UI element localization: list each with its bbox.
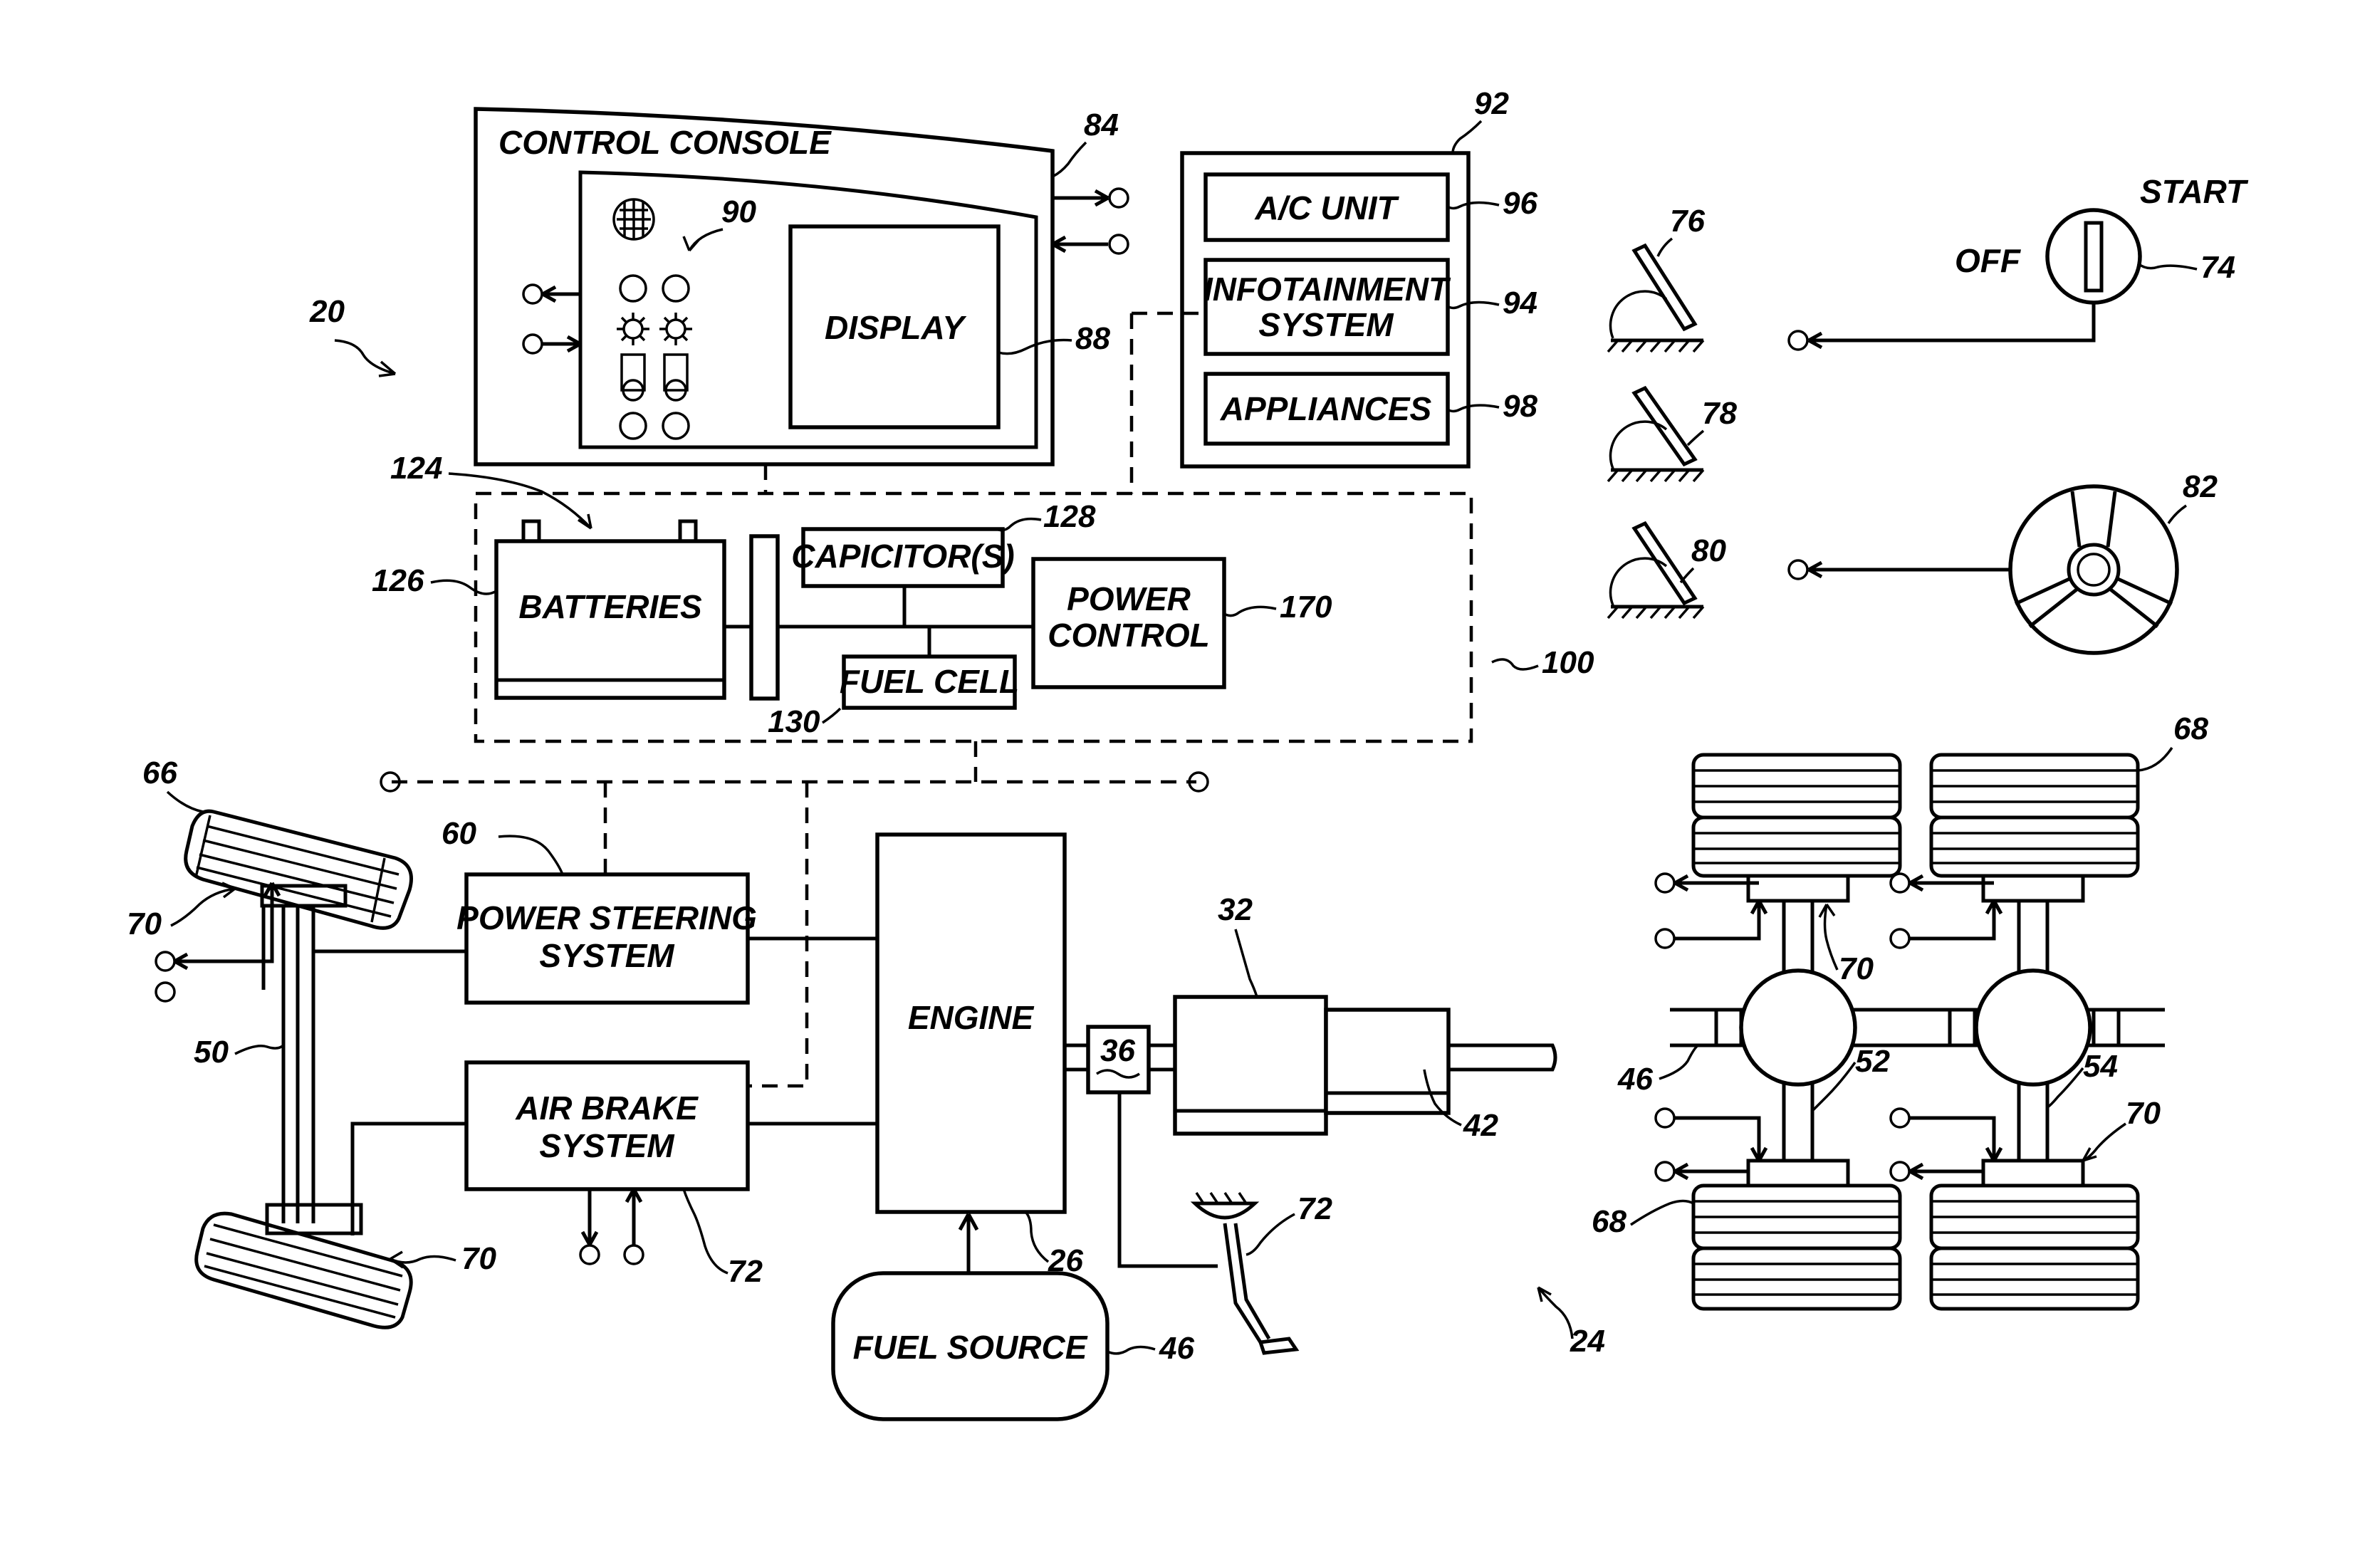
ref-36: 36 xyxy=(1100,1033,1135,1068)
bus-bar xyxy=(751,536,778,699)
ref-130: 130 xyxy=(768,704,820,739)
ref-84: 84 xyxy=(1084,108,1119,142)
accessories-box: A/C UNIT INFOTAINMENT SYSTEM APPLIANCES xyxy=(1182,153,1468,466)
ref-20: 20 xyxy=(309,294,345,329)
fuel-source-label: FUEL SOURCE xyxy=(853,1329,1088,1366)
ref-60: 60 xyxy=(442,816,476,851)
ref-26: 26 xyxy=(1048,1243,1083,1278)
pedal-78 xyxy=(1608,388,1703,481)
ref-100: 100 xyxy=(1542,645,1594,680)
ref-72b: 72 xyxy=(1297,1191,1332,1226)
ref-88: 88 xyxy=(1075,321,1110,356)
ref-72a: 72 xyxy=(728,1254,763,1289)
ref-170: 170 xyxy=(1280,590,1332,624)
steering-wheel-82 xyxy=(1789,486,2177,653)
ref-42: 42 xyxy=(1463,1108,1498,1143)
ref-76: 76 xyxy=(1670,204,1705,239)
power-steering-label-1: POWER STEERING xyxy=(456,899,757,936)
ref-96: 96 xyxy=(1503,186,1537,221)
capacitors-label: CAPICITOR(S) xyxy=(791,538,1015,575)
ref-46a: 46 xyxy=(1159,1331,1194,1366)
pedal-76 xyxy=(1608,246,1703,352)
ref-124: 124 xyxy=(390,451,442,486)
ref-98: 98 xyxy=(1503,389,1537,424)
batteries-126: BATTERIES xyxy=(496,521,724,698)
ref-74: 74 xyxy=(2200,250,2235,285)
control-console: CONTROL CONSOLE DISPLAY xyxy=(476,109,1053,464)
ref-32: 32 xyxy=(1218,892,1253,927)
ref-68b: 68 xyxy=(1592,1204,1626,1239)
display-label: DISPLAY xyxy=(825,309,967,346)
ignition-start-label: START xyxy=(2140,173,2249,210)
ref-70d: 70 xyxy=(2126,1096,2161,1131)
differential-52 xyxy=(1741,971,1855,1084)
air-brake-label-1: AIR BRAKE xyxy=(515,1089,699,1127)
accelerator-pedal-72 xyxy=(1195,1193,1296,1353)
ref-126: 126 xyxy=(372,563,424,598)
ref-92: 92 xyxy=(1474,86,1509,121)
control-console-label: CONTROL CONSOLE xyxy=(498,124,832,161)
ref-52: 52 xyxy=(1855,1044,1890,1079)
ref-70a: 70 xyxy=(127,906,162,941)
infotainment-label-1: INFOTAINMENT xyxy=(1203,271,1451,308)
ref-82: 82 xyxy=(2183,469,2218,504)
ref-90: 90 xyxy=(721,194,756,229)
steering-wheel-icon xyxy=(2010,486,2177,653)
batteries-label: BATTERIES xyxy=(518,588,702,625)
ref-46b: 46 xyxy=(1617,1062,1653,1097)
infotainment-label-2: SYSTEM xyxy=(1258,306,1394,343)
rear-axle-assembly xyxy=(1656,755,2165,1309)
ref-68a: 68 xyxy=(2173,711,2208,746)
power-control-label-2: CONTROL xyxy=(1048,617,1209,654)
ignition-key-switch: OFF START xyxy=(1789,173,2249,350)
power-control-label-1: POWER xyxy=(1067,580,1191,617)
ref-94: 94 xyxy=(1503,286,1537,320)
ref-54: 54 xyxy=(2083,1049,2118,1084)
ref-50: 50 xyxy=(194,1035,229,1070)
ref-70b: 70 xyxy=(461,1241,496,1276)
power-steering-label-2: SYSTEM xyxy=(539,937,675,974)
air-brake-label-2: SYSTEM xyxy=(539,1127,675,1164)
engine-label: ENGINE xyxy=(908,999,1035,1036)
ref-128: 128 xyxy=(1043,499,1096,534)
appliances-label: APPLIANCES xyxy=(1220,390,1432,427)
differential-54 xyxy=(1976,971,2090,1084)
ref-66: 66 xyxy=(142,756,177,790)
ac-unit-label: A/C UNIT xyxy=(1254,189,1399,226)
ref-78: 78 xyxy=(1702,396,1737,431)
ref-70c: 70 xyxy=(1839,951,1874,986)
ref-24: 24 xyxy=(1570,1324,1605,1359)
pedal-80 xyxy=(1608,523,1703,618)
ignition-off-label: OFF xyxy=(1955,242,2022,279)
fuel-cell-label: FUEL CELL xyxy=(840,663,1019,700)
ref-80: 80 xyxy=(1691,533,1726,568)
